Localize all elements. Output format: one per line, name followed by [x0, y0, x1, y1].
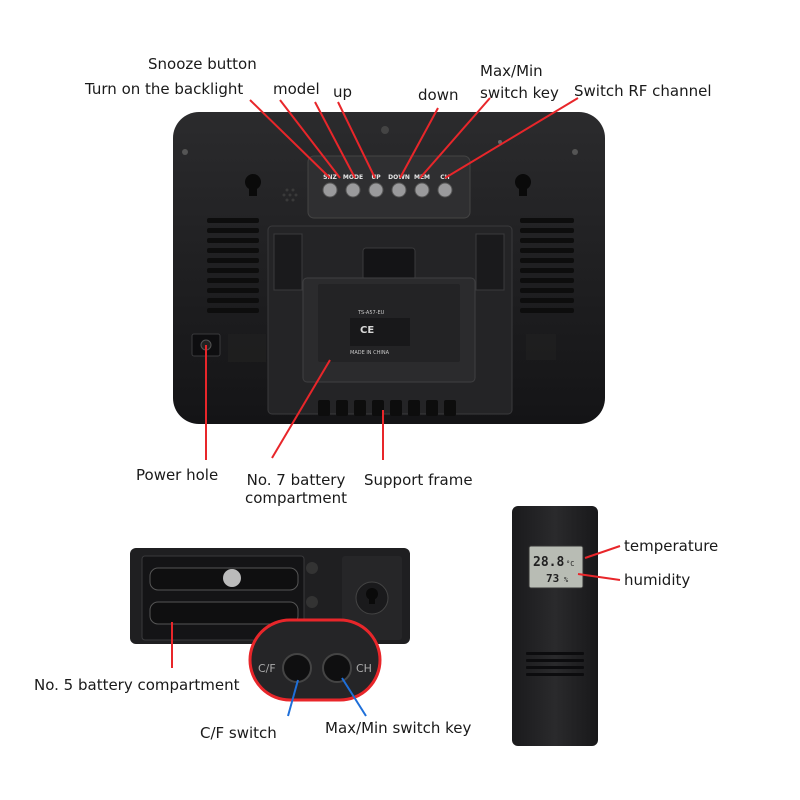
device-button-ch — [437, 182, 453, 198]
callout-cf-switch: C/F switch — [200, 724, 277, 742]
bottom-vent — [318, 400, 456, 416]
callout-lines — [171, 97, 621, 668]
device-button-up — [368, 182, 384, 198]
device-button-mem — [414, 182, 430, 198]
model-code-print: TS-A57-EU — [357, 310, 385, 316]
sensor-lcd — [528, 545, 584, 589]
vent-left — [207, 218, 259, 313]
mic-hole — [498, 140, 502, 144]
callout-rf-channel: Switch RF channel — [574, 82, 712, 100]
battery-door: TS-A57-EU CE MADE IN CHINA — [302, 277, 476, 383]
speaker-grille — [282, 188, 298, 202]
ce-mark: CE — [360, 325, 374, 336]
callout-no7-line2: compartment — [244, 489, 348, 507]
device-button-label-mode: MODE — [343, 174, 363, 181]
sensor-hole — [381, 126, 389, 134]
label-sticker — [228, 334, 266, 362]
ch-print: CH — [356, 662, 372, 675]
button-panel — [307, 155, 471, 219]
callout-humidity: humidity — [624, 571, 691, 589]
sensor-vent — [526, 652, 584, 676]
device-button-label-down: DOWN — [388, 174, 410, 181]
vent-right — [520, 218, 574, 313]
screw-hole — [572, 149, 578, 155]
device-button-mode — [345, 182, 361, 198]
lcd-temperature: 28.8 — [533, 555, 564, 570]
callout-maxmin-line1: Max/Min — [480, 62, 543, 80]
callout-down: down — [418, 86, 459, 104]
callout-no5-battery: No. 5 battery compartment — [34, 676, 240, 694]
sensor-mini-button — [306, 562, 318, 574]
cf-print: C/F — [258, 662, 276, 675]
recycle-mark — [526, 334, 556, 360]
callout-power-hole: Power hole — [136, 466, 219, 484]
remote-sensor: 28.8 °C 73 % — [512, 506, 598, 746]
sensor-button-zoom: C/F CH — [248, 618, 382, 702]
device-button-label-mem: MEM — [414, 174, 430, 181]
device-button-down — [391, 182, 407, 198]
callout-lines-blue — [287, 677, 367, 717]
device-button-snz — [322, 182, 338, 198]
lcd-humidity: 73 — [546, 572, 559, 585]
lcd-humidity-unit: % — [564, 576, 569, 584]
callout-maxmin-sensor: Max/Min switch key — [325, 719, 472, 737]
callout-snooze-button: Snooze button — [148, 55, 257, 73]
callout-maxmin-line2: switch key — [480, 84, 559, 102]
cf-button-zoom — [282, 653, 312, 683]
hanger-slot-right — [515, 174, 531, 196]
callout-backlight: Turn on the backlight — [85, 80, 244, 98]
made-in-print: MADE IN CHINA — [350, 350, 390, 356]
callout-no7-line1: No. 7 battery — [246, 471, 346, 489]
remote-sensor-body — [512, 506, 598, 746]
lcd-temperature-unit: °C — [566, 560, 574, 568]
callout-model: model — [273, 80, 320, 98]
hanger-slot-left — [245, 174, 261, 196]
sensor-mini-button — [306, 596, 318, 608]
callout-temperature: temperature — [624, 537, 719, 555]
battery-slot-2 — [149, 601, 299, 625]
ch-button-zoom — [322, 653, 352, 683]
device-button-label-up: UP — [371, 174, 381, 181]
callout-support-frame: Support frame — [364, 471, 473, 489]
spring-contact — [223, 569, 241, 587]
callout-up: up — [333, 83, 353, 101]
screw-hole — [182, 149, 188, 155]
